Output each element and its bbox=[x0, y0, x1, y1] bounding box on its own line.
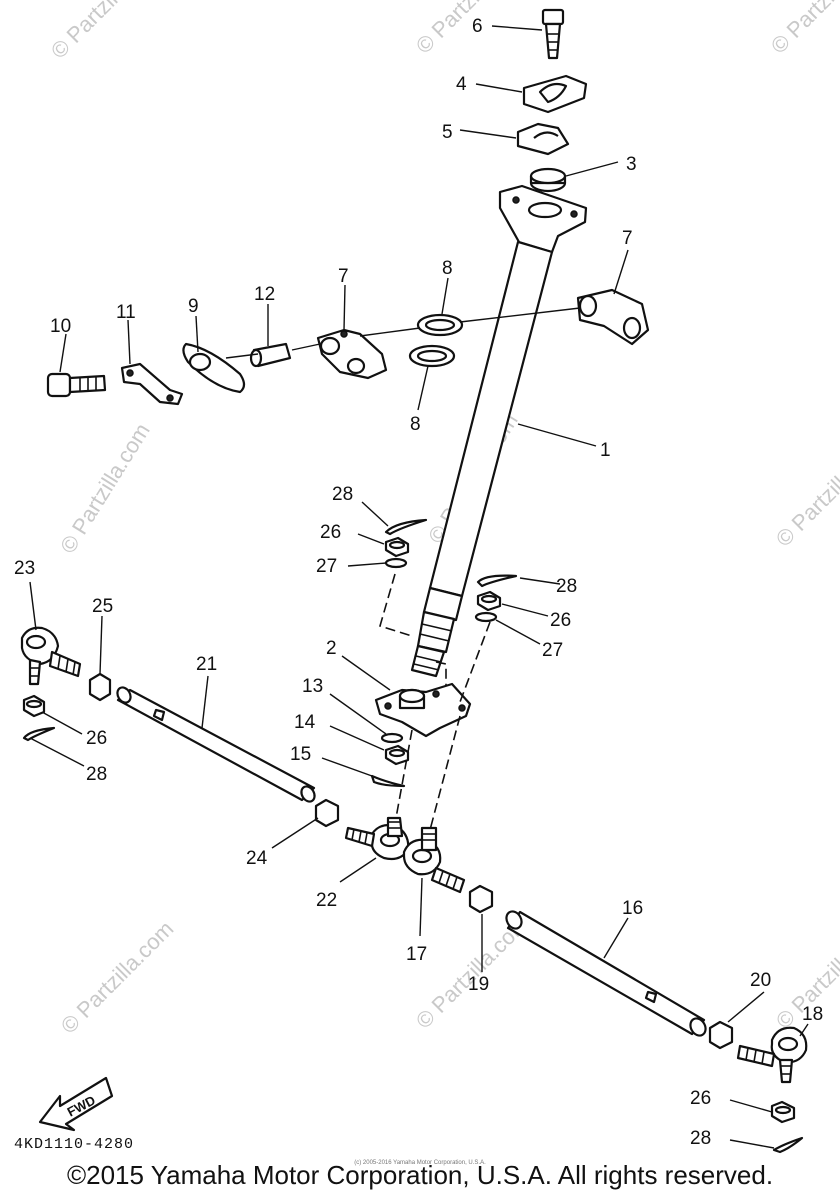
watermark: © Partzilla.com bbox=[766, 0, 840, 59]
callout-25: 25 bbox=[92, 596, 113, 617]
tie-rod-end-23[interactable] bbox=[20, 626, 82, 686]
callout-26-upper: 26 bbox=[320, 522, 341, 543]
nut-20[interactable] bbox=[708, 1020, 734, 1050]
callout-13: 13 bbox=[302, 676, 323, 697]
bushing-5[interactable] bbox=[516, 122, 570, 156]
callout-24: 24 bbox=[246, 848, 268, 869]
bracket-7-left[interactable] bbox=[316, 328, 388, 380]
arm-9[interactable] bbox=[182, 342, 246, 394]
callout-7-left: 7 bbox=[338, 266, 349, 287]
assembly-dash-mid bbox=[435, 661, 447, 686]
callout-19: 19 bbox=[468, 974, 489, 995]
nut-14[interactable] bbox=[384, 744, 410, 766]
callout-28-right: 28 bbox=[556, 576, 577, 597]
callout-1: 1 bbox=[600, 440, 611, 461]
callout-10: 10 bbox=[50, 316, 71, 337]
assembly-dash-right bbox=[459, 621, 491, 703]
bolt-6[interactable] bbox=[541, 8, 565, 60]
callout-28-left: 28 bbox=[86, 764, 107, 785]
callout-20: 20 bbox=[750, 970, 771, 991]
washer-13[interactable] bbox=[380, 732, 404, 744]
assembly-line-right bbox=[459, 307, 581, 323]
tie-rod-end-18[interactable] bbox=[736, 1026, 808, 1084]
callout-12: 12 bbox=[254, 284, 275, 305]
ring-8-upper[interactable] bbox=[416, 313, 464, 337]
callout-21: 21 bbox=[196, 654, 217, 675]
callout-28-bottom: 28 bbox=[690, 1128, 711, 1149]
assembly-line-mid bbox=[291, 343, 321, 351]
watermark: © Partzilla.com bbox=[46, 0, 169, 64]
pin-12[interactable] bbox=[249, 342, 292, 368]
watermark: © Partzilla.com bbox=[771, 429, 840, 552]
cotter-pin-28-bottom[interactable] bbox=[772, 1136, 804, 1154]
leader-lines bbox=[29, 25, 809, 1149]
callout-9: 9 bbox=[188, 296, 199, 317]
callout-22: 22 bbox=[316, 890, 337, 911]
tie-rod-16[interactable] bbox=[503, 909, 708, 1039]
cotter-pin-28-left[interactable] bbox=[22, 726, 56, 742]
callout-26-left: 26 bbox=[86, 728, 107, 749]
nut-19[interactable] bbox=[468, 884, 494, 914]
assembly-line-bracket bbox=[359, 327, 421, 337]
nut-25[interactable] bbox=[88, 672, 112, 702]
callout-15: 15 bbox=[290, 744, 311, 765]
callout-4: 4 bbox=[456, 74, 467, 95]
callout-3: 3 bbox=[626, 154, 637, 175]
callout-27-upper: 27 bbox=[316, 556, 337, 577]
cap-3[interactable] bbox=[529, 167, 567, 193]
steering-column[interactable] bbox=[410, 184, 588, 678]
washer-27-upper[interactable] bbox=[384, 557, 408, 569]
washer-27-right[interactable] bbox=[474, 611, 498, 623]
callout-11: 11 bbox=[116, 302, 136, 323]
assembly-dash-upper bbox=[379, 573, 413, 637]
tie-rod-end-22[interactable] bbox=[344, 816, 410, 861]
callout-16: 16 bbox=[622, 898, 643, 919]
cotter-pin-28-right[interactable] bbox=[476, 574, 518, 588]
callout-28-upper: 28 bbox=[332, 484, 353, 505]
cotter-pin-28-upper[interactable] bbox=[384, 518, 428, 536]
bolt-10[interactable] bbox=[46, 372, 107, 398]
callout-26-right: 26 bbox=[550, 610, 571, 631]
pitman-arm-2[interactable] bbox=[374, 682, 472, 738]
callout-27-right: 27 bbox=[542, 640, 563, 661]
callout-18: 18 bbox=[802, 1004, 823, 1025]
diagram-code: 4KD1110-4280 bbox=[14, 1136, 134, 1153]
nut-26-bottom[interactable] bbox=[770, 1100, 796, 1124]
cotter-pin-15[interactable] bbox=[370, 774, 406, 788]
copyright-notice: ©2015 Yamaha Motor Corporation, U.S.A. A… bbox=[66, 1160, 774, 1190]
assembly-line-left bbox=[225, 353, 259, 359]
callout-5: 5 bbox=[442, 122, 453, 143]
tie-rod-21[interactable] bbox=[115, 685, 317, 804]
callouts: 6 4 5 3 7 7 8 8 12 9 11 10 1 28 26 27 28… bbox=[14, 16, 823, 1149]
nut-26-upper[interactable] bbox=[384, 536, 410, 558]
assembly-dash-lower-left bbox=[395, 729, 413, 819]
callout-23: 23 bbox=[14, 558, 35, 579]
callout-8-upper: 8 bbox=[442, 258, 453, 279]
tie-rod-end-17[interactable] bbox=[402, 826, 466, 894]
nut-24[interactable] bbox=[314, 798, 340, 828]
callout-2: 2 bbox=[326, 638, 337, 659]
plate-11[interactable] bbox=[120, 362, 184, 406]
watermark-main: © Partzilla.com bbox=[55, 419, 155, 558]
nut-26-left[interactable] bbox=[22, 694, 46, 718]
fine-print: (c) 2005-2016 Yamaha Motor Corporation, … bbox=[354, 1160, 486, 1166]
assembly-dash-lower-right bbox=[429, 715, 461, 831]
callout-17: 17 bbox=[406, 944, 427, 965]
watermark: © Partzilla.com bbox=[56, 916, 179, 1039]
callout-7-right: 7 bbox=[622, 228, 633, 249]
ring-8-lower[interactable] bbox=[408, 344, 456, 368]
callout-14: 14 bbox=[294, 712, 316, 733]
callout-26-bottom: 26 bbox=[690, 1088, 711, 1109]
fwd-arrow-icon: FWD bbox=[38, 1076, 114, 1132]
bracket-7-right[interactable] bbox=[576, 288, 650, 346]
nut-26-right[interactable] bbox=[476, 590, 502, 612]
callout-8-lower: 8 bbox=[410, 414, 421, 435]
clamp-4[interactable] bbox=[522, 74, 588, 114]
callout-6: 6 bbox=[472, 16, 483, 37]
